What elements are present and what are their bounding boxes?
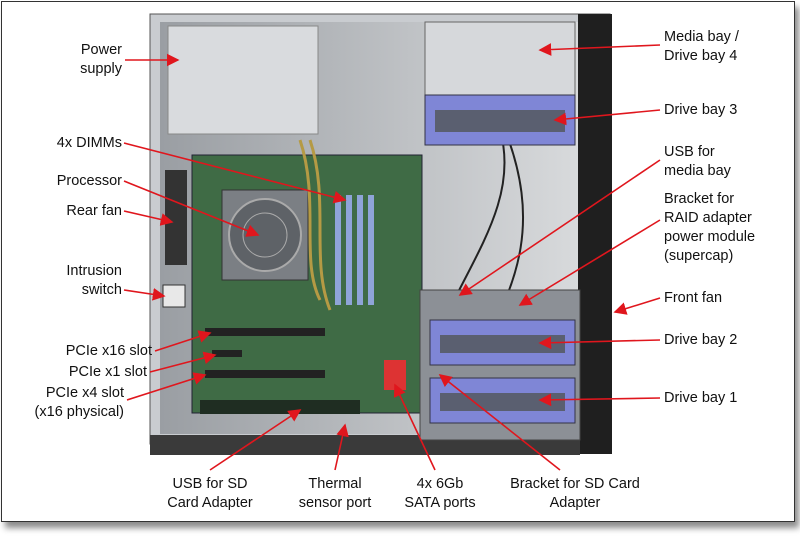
arrow-drive-bay-2 [538,336,661,350]
board-edge [200,400,360,414]
cpu-fan-icon [228,198,302,272]
pcie-x4-slot [205,370,325,378]
arrow-pcie-x1 [149,351,217,373]
label-media-bay: Media bay / Drive bay 4 [664,29,739,64]
arrow-dimms [123,142,347,204]
label-thermal: Thermal sensor port [298,476,372,511]
label-pcie-x1: PCIe x1 slot [68,364,147,380]
label-intrusion-switch: Intrusion switch [66,263,122,298]
drive-bay-1-drive [440,393,565,411]
label-rear-fan: Rear fan [66,203,122,219]
arrow-drive-bay-3 [553,109,661,126]
label-processor: Processor [56,173,122,189]
label-pcie-x4: PCIe x4 slot (x16 physical) [34,385,124,420]
arrow-rear-fan [123,210,174,226]
power-supply [167,25,319,135]
arrow-drive-bay-1 [538,393,661,407]
label-usb-sd: USB for SD Card Adapter [167,476,253,511]
arrow-usb-media [458,159,661,296]
label-sata: 4x 6Gb SATA ports [404,476,476,511]
label-usb-media: USB for media bay [664,144,731,179]
label-pcie-x16: PCIe x16 slot [65,343,152,359]
arrow-intrusion [123,288,166,301]
arrow-front-fan [613,297,661,315]
label-front-fan: Front fan [664,290,723,306]
arrow-bracket-raid [518,219,661,306]
arrow-processor [123,180,260,237]
sata-ports [384,360,406,390]
label-drive-bay-2: Drive bay 2 [664,332,738,348]
cpu-fan-hub [242,212,288,258]
arrow-media-bay [538,43,661,56]
callout-arrows [123,43,661,471]
power-cables [298,139,332,311]
arrow-pcie-x16 [154,330,212,352]
intrusion-switch [162,284,186,308]
label-dimms: 4x DIMMs [56,135,122,151]
rear-fan [165,170,187,265]
drive-bay-2-drive [440,335,565,353]
label-bracket-sd: Bracket for SD Card Adapter [510,476,640,511]
arrow-bracket-sd [438,374,561,471]
arrow-pcie-x4 [126,372,207,401]
pcie-x1-slot [212,350,242,357]
arrow-thermal [334,423,349,471]
drive-bay-3-drive [435,110,565,132]
arrow-sata [393,383,436,471]
label-drive-bay-1: Drive bay 1 [664,390,738,406]
pcie-x16-slot [205,328,325,336]
label-power-supply: Power supply [80,42,122,77]
media-bay [424,21,576,98]
front-panel [578,14,612,454]
label-bracket-raid: Bracket for RAID adapter power module (s… [664,191,756,264]
dimm-slots [335,195,374,305]
arrow-usb-sd [209,409,302,471]
label-drive-bay-3: Drive bay 3 [664,102,738,118]
